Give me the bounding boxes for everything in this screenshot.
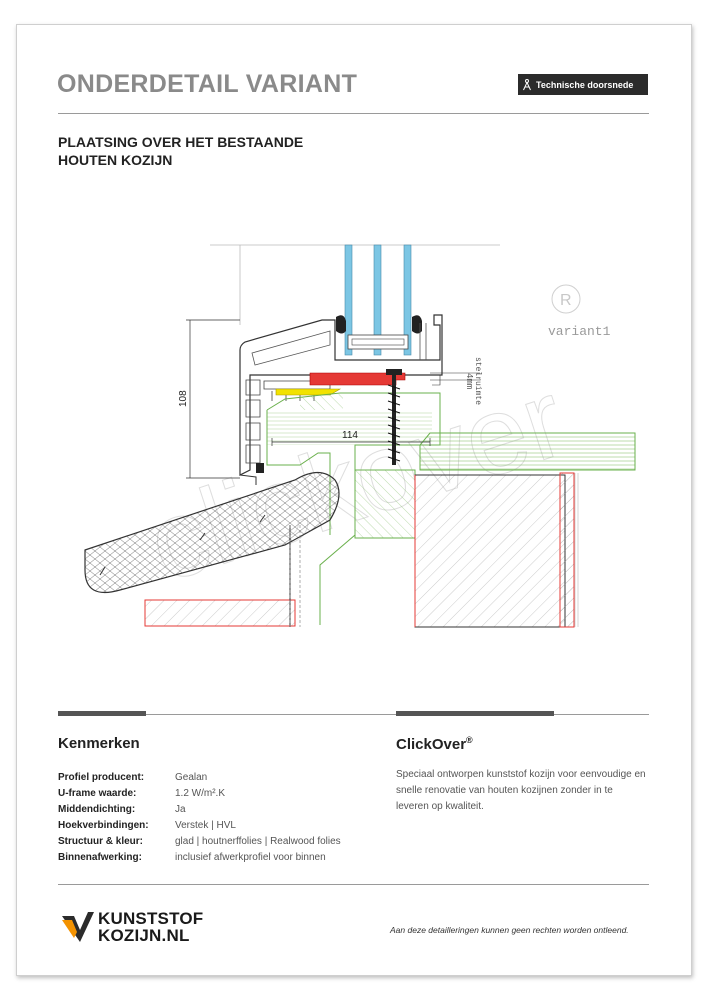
technical-drawing: clickover R variant1 114 108 stelruimte … — [84, 244, 636, 628]
glass-pane-2 — [373, 244, 382, 356]
compass-icon — [518, 78, 536, 91]
spec-row-structuur: Structuur & kleur:glad | houtnerffolies … — [58, 835, 341, 847]
clickover-heading: ClickOver® — [396, 735, 473, 753]
spec-list: Profiel producent:Gealan U-frame waarde:… — [58, 769, 341, 865]
technical-section-badge: Technische doorsnede — [518, 74, 648, 95]
page-subtitle: PLAATSING OVER HET BESTAANDE HOUTEN KOZI… — [58, 134, 304, 168]
dim-height-label: 108 — [178, 390, 189, 407]
existing-sill — [419, 432, 636, 471]
header-divider — [58, 113, 649, 114]
watermark-registered-circle — [551, 284, 581, 314]
kenmerken-accent-bar — [58, 711, 146, 716]
annotation-stelruimte: stelruimte — [473, 357, 482, 405]
spec-row-middendichting: Middendichting:Ja — [58, 803, 186, 815]
pvc-frame-profile — [239, 314, 443, 476]
logo-mark-icon — [62, 912, 94, 942]
watermark-registered-mark: R — [560, 292, 572, 309]
spec-row-profiel: Profiel producent:Gealan — [58, 771, 208, 783]
logo-text: KUNSTSTOF KOZIJN.NL — [98, 909, 204, 945]
section-divider — [58, 714, 649, 715]
glass-pane-3 — [403, 244, 412, 356]
variant-label: variant1 — [548, 324, 611, 339]
annotation-4mm: 4mm — [464, 373, 474, 389]
clickover-accent-bar — [396, 711, 554, 716]
product-description: Speciaal ontworpen kunststof kozijn voor… — [396, 769, 646, 812]
company-logo[interactable]: KUNSTSTOF KOZIJN.NL — [60, 910, 203, 944]
brick-wall — [414, 474, 566, 628]
dim-width-label: 114 — [342, 430, 358, 441]
kenmerken-heading: Kenmerken — [58, 735, 140, 752]
badge-label: Technische doorsnede — [536, 79, 634, 90]
disclaimer-text: Aan deze detailleringen kunnen geen rech… — [390, 925, 629, 935]
spec-row-hoekverbindingen: Hoekverbindingen:Verstek | HVL — [58, 819, 236, 831]
footer-divider — [58, 884, 649, 885]
document-sheet — [16, 24, 692, 976]
glass-pane-1 — [344, 244, 353, 356]
spec-row-binnenafwerking: Binnenafwerking:inclusief afwerkprofiel … — [58, 851, 326, 863]
page-title: ONDERDETAIL VARIANT — [57, 70, 358, 98]
spec-row-uframe: U-frame waarde:1.2 W/m².K — [58, 787, 226, 799]
stone-window-sill — [84, 471, 340, 594]
